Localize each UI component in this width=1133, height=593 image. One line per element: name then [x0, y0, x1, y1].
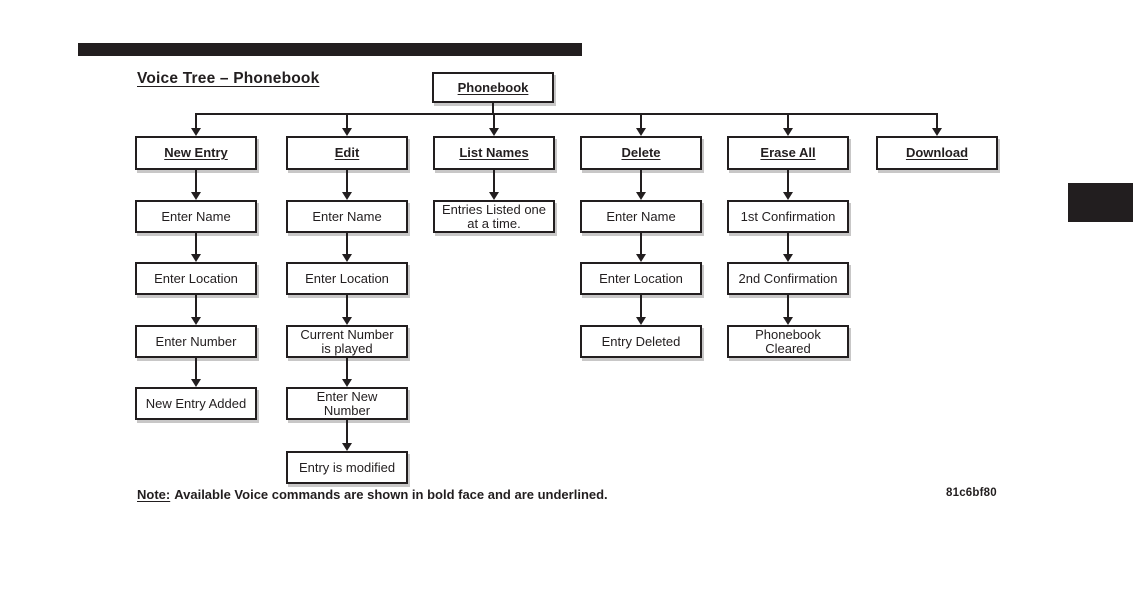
- arrow-down-icon: [191, 170, 201, 200]
- node-edit-enter-name: Enter Name: [286, 200, 408, 233]
- arrow-down-icon: [191, 233, 201, 262]
- top-divider-bar: [78, 43, 582, 56]
- arrow-down-icon: [932, 114, 942, 136]
- arrow-down-icon: [636, 170, 646, 200]
- node-new-entry: New Entry: [135, 136, 257, 170]
- arrow-down-icon: [636, 295, 646, 325]
- node-second-confirmation: 2nd Confirmation: [727, 262, 849, 295]
- node-new-entry-added: New Entry Added: [135, 387, 257, 420]
- connector-distribution-line: [195, 113, 938, 115]
- node-delete: Delete: [580, 136, 702, 170]
- node-edit-enter-new-number: Enter New Number: [286, 387, 408, 420]
- page-edge-tab: [1068, 183, 1133, 222]
- diagram-title: Voice Tree – Phonebook: [137, 70, 320, 87]
- arrow-down-icon: [783, 170, 793, 200]
- node-edit-current-number-played: Current Number is played: [286, 325, 408, 358]
- node-entries-listed: Entries Listed one at a time.: [433, 200, 555, 233]
- arrow-down-icon: [191, 114, 201, 136]
- node-edit-entry-modified: Entry is modified: [286, 451, 408, 484]
- arrow-down-icon: [191, 295, 201, 325]
- node-first-confirmation: 1st Confirmation: [727, 200, 849, 233]
- node-new-entry-enter-number: Enter Number: [135, 325, 257, 358]
- node-new-entry-enter-name: Enter Name: [135, 200, 257, 233]
- arrow-down-icon: [636, 233, 646, 262]
- node-download: Download: [876, 136, 998, 170]
- footnote-label: Note:: [137, 487, 171, 502]
- arrow-down-icon: [342, 420, 352, 451]
- node-phonebook-cleared: Phonebook Cleared: [727, 325, 849, 358]
- arrow-down-icon: [636, 114, 646, 136]
- node-erase-all: Erase All: [727, 136, 849, 170]
- footnote: Note:Available Voice commands are shown …: [137, 487, 608, 502]
- node-delete-enter-location: Enter Location: [580, 262, 702, 295]
- node-edit: Edit: [286, 136, 408, 170]
- arrow-down-icon: [783, 114, 793, 136]
- arrow-down-icon: [489, 170, 499, 200]
- arrow-down-icon: [783, 295, 793, 325]
- node-edit-enter-location: Enter Location: [286, 262, 408, 295]
- figure-code: 81c6bf80: [946, 487, 997, 499]
- arrow-down-icon: [342, 170, 352, 200]
- arrow-down-icon: [191, 358, 201, 387]
- arrow-down-icon: [342, 358, 352, 387]
- arrow-down-icon: [342, 295, 352, 325]
- arrow-down-icon: [489, 114, 499, 136]
- node-entry-deleted: Entry Deleted: [580, 325, 702, 358]
- node-new-entry-enter-location: Enter Location: [135, 262, 257, 295]
- footnote-text: Available Voice commands are shown in bo…: [174, 487, 608, 502]
- node-list-names: List Names: [433, 136, 555, 170]
- arrow-down-icon: [342, 114, 352, 136]
- node-phonebook: Phonebook: [432, 72, 554, 103]
- connector-root-stub: [492, 103, 494, 114]
- arrow-down-icon: [342, 233, 352, 262]
- node-delete-enter-name: Enter Name: [580, 200, 702, 233]
- arrow-down-icon: [783, 233, 793, 262]
